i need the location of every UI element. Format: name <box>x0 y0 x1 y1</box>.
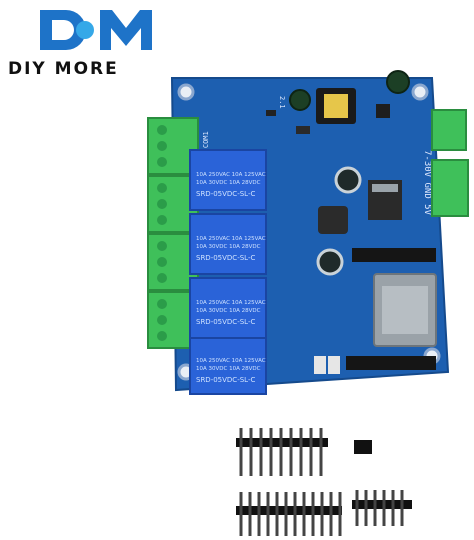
silk-rev: 2.1 <box>278 96 286 109</box>
relay-2-model: SRD-05VDC-SL-C <box>196 254 255 262</box>
button <box>314 356 326 374</box>
smd-component <box>296 126 310 134</box>
inductor <box>318 206 348 234</box>
pin-header-1x10 <box>236 428 328 476</box>
esp32-shield <box>382 286 428 334</box>
relay-4: 10A 250VAC 10A 125VAC 10A 30VDC 10A 28VD… <box>189 337 267 395</box>
capacitor <box>289 89 311 111</box>
header-female-bottom <box>346 356 436 370</box>
relay-3-rating2: 10A 30VDC 10A 28VDC <box>196 308 261 314</box>
relays: 10A 250VAC 10A 125VAC 10A 30VDC 10A 28VD… <box>189 149 267 395</box>
brand-name: DIY MORE <box>8 59 119 79</box>
relay-3-model: SRD-05VDC-SL-C <box>196 318 255 326</box>
button <box>328 356 340 374</box>
capacitor <box>386 70 410 94</box>
relay-4-model: SRD-05VDC-SL-C <box>196 376 255 384</box>
smd-component <box>376 104 390 118</box>
relay-1-rating1: 10A 250VAC 10A 125VAC <box>196 172 266 178</box>
smd-component <box>266 110 276 116</box>
relay-4-rating1: 10A 250VAC 10A 125VAC <box>196 358 266 364</box>
relay-2-rating2: 10A 30VDC 10A 28VDC <box>196 244 261 250</box>
relay-4-rating2: 10A 30VDC 10A 28VDC <box>196 366 261 372</box>
header-female-top <box>352 248 436 262</box>
capacitor <box>334 166 362 194</box>
regulator-tab <box>372 184 398 192</box>
relay-2: 10A 250VAC 10A 125VAC 10A 30VDC 10A 28VD… <box>189 213 267 275</box>
relay-1: 10A 250VAC 10A 125VAC 10A 30VDC 10A 28VD… <box>189 149 267 211</box>
pin-header-1x6 <box>352 490 412 526</box>
brand-logo <box>40 10 152 50</box>
terminal-block-power <box>431 159 469 217</box>
accessories <box>236 428 412 536</box>
pin-header-1x12 <box>236 492 342 536</box>
jumper-cap <box>354 440 372 454</box>
terminal-block-right <box>431 109 467 151</box>
capacitor <box>316 248 344 276</box>
mounting-hole <box>177 83 195 101</box>
mounting-hole <box>411 83 429 101</box>
relay-board: NO1 COM1 2.1 7-30V GND 5V <box>147 70 469 395</box>
transformer-coil <box>324 94 348 118</box>
relay-1-model: SRD-05VDC-SL-C <box>196 190 255 198</box>
logo-letter-m <box>100 10 152 50</box>
logo-letter-d <box>40 10 86 50</box>
silk-ncom: NO1 COM1 <box>202 131 210 165</box>
relay-3: 10A 250VAC 10A 125VAC 10A 30VDC 10A 28VD… <box>189 277 267 339</box>
relay-1-rating2: 10A 30VDC 10A 28VDC <box>196 180 261 186</box>
silk-power: 7-30V GND 5V <box>422 150 432 216</box>
relay-3-rating1: 10A 250VAC 10A 125VAC <box>196 300 266 306</box>
relay-2-rating1: 10A 250VAC 10A 125VAC <box>196 236 266 242</box>
logo-dot <box>76 21 94 39</box>
